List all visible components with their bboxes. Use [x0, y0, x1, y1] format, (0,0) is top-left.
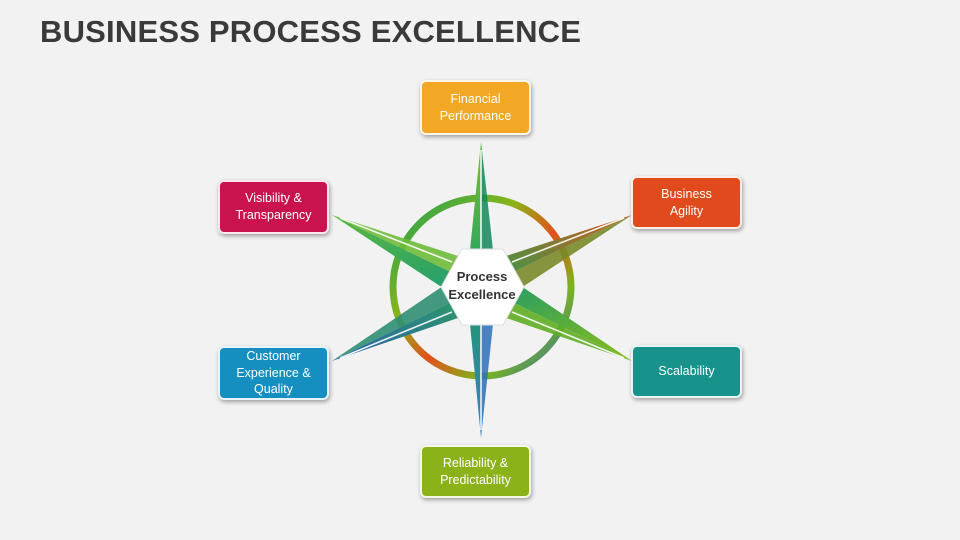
box-visibility-line2: Transparency — [235, 208, 312, 222]
star-point-upper-left — [332, 215, 482, 287]
center-label-line2: Excellence — [448, 286, 516, 302]
center-label-line1: Process — [456, 269, 508, 284]
center-hexagon — [440, 248, 525, 326]
box-reliability-line1: Reliability & — [442, 455, 509, 470]
box-customer-experience: Customer Experience & Quality — [218, 346, 329, 400]
box-customer-line3: Quality — [254, 382, 293, 397]
box-scalability-line1: Scalability — [658, 364, 715, 379]
box-business-line1: Business — [661, 186, 712, 201]
box-financial-line1: Financial — [450, 91, 501, 106]
star-point-upper-right — [482, 215, 632, 287]
star-point-lower-right — [482, 287, 632, 361]
box-financial-performance: Financial Performance — [420, 80, 531, 135]
box-reliability-predictability: Reliability & Predictability — [420, 445, 531, 498]
star-highlights — [339, 150, 625, 430]
box-visibility-line1: Visibility & — [245, 191, 302, 206]
box-scalability: Scalability — [631, 345, 742, 398]
box-customer-line1: Customer — [246, 348, 301, 363]
star-point-lower-left — [332, 287, 482, 361]
box-business-agility: Business Agility — [631, 176, 742, 229]
box-business-line2: Agility — [669, 203, 704, 218]
box-reliability-line2: Predictability — [440, 472, 511, 487]
box-visibility-transparency: Visibility & Transparency — [218, 180, 329, 234]
center-label: Process Excellence — [441, 268, 523, 303]
box-customer-line2: Experience & — [236, 365, 311, 380]
box-financial-line2: Performance — [439, 108, 512, 123]
page-title: BUSINESS PROCESS EXCELLENCE — [40, 14, 582, 49]
